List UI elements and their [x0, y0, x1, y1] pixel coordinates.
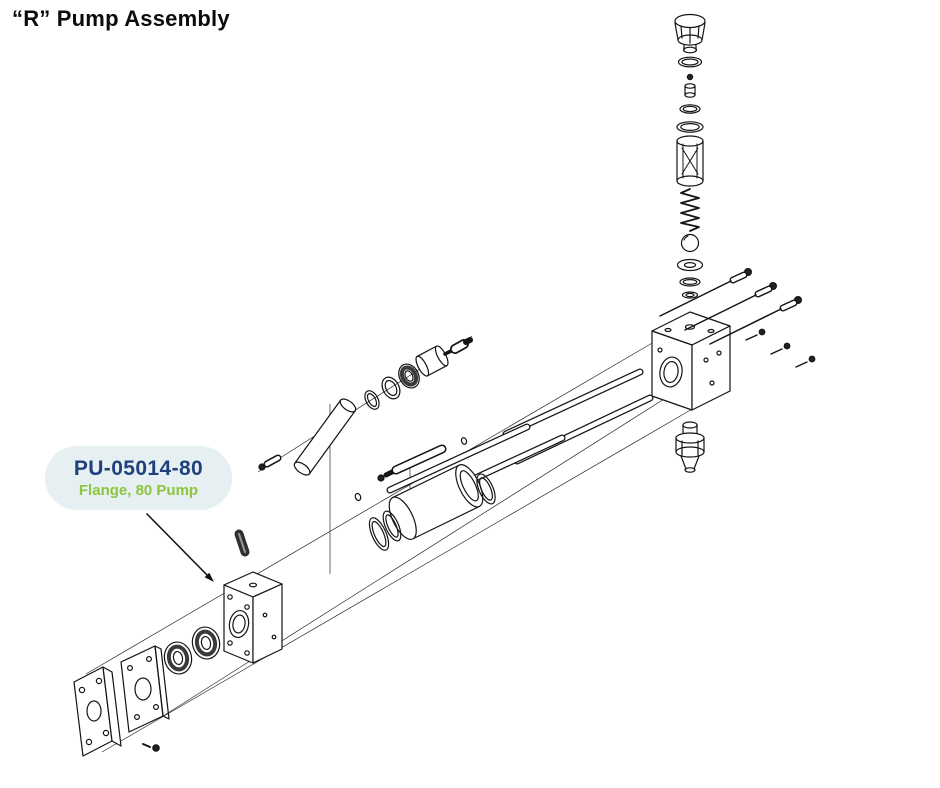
- backup-ring: [676, 121, 704, 133]
- page-title: “R” Pump Assembly: [12, 6, 230, 31]
- poppet: [684, 83, 696, 98]
- valve-block: [651, 311, 731, 411]
- sleeve-cylinder: [388, 464, 484, 540]
- part-callout: PU-05014-80 Flange, 80 Pump: [45, 446, 232, 510]
- callout-arrow: [146, 513, 214, 582]
- valve-cartridge-stack: [674, 13, 706, 299]
- washer: [681, 291, 699, 299]
- check-ball: [680, 233, 700, 253]
- valve-seat: [676, 258, 704, 272]
- flange-block: [223, 571, 283, 664]
- bolt: [659, 268, 752, 317]
- o-ring-mid: [679, 104, 701, 114]
- o-ring-top: [677, 56, 703, 68]
- mounting-plate: [73, 666, 122, 757]
- piston-rod: [377, 444, 447, 482]
- sleeve-o-rings: [368, 473, 496, 551]
- small-screw: [142, 743, 160, 752]
- o-ring-bottom: [679, 277, 701, 287]
- plunger: [293, 398, 357, 476]
- spring: [680, 188, 700, 232]
- retainer-cap: [415, 337, 473, 377]
- dowel-pin: [234, 529, 250, 557]
- part-number: PU-05014-80: [73, 457, 204, 480]
- plunger-seals: [364, 363, 420, 410]
- screw-dots: [745, 328, 816, 368]
- mounting-bolts: [659, 268, 816, 368]
- valve-cage: [676, 135, 704, 187]
- part-description: Flange, 80 Pump: [78, 482, 199, 499]
- small-pins: [354, 437, 468, 502]
- retaining-ball: [686, 73, 694, 81]
- inlet-stud: [258, 454, 282, 471]
- bolt: [684, 282, 777, 331]
- gasket-plate: [120, 645, 170, 733]
- valve-cap: [674, 13, 706, 54]
- hex-fitting: [675, 421, 705, 473]
- bolt: [709, 296, 802, 345]
- seal-rings: [163, 626, 221, 675]
